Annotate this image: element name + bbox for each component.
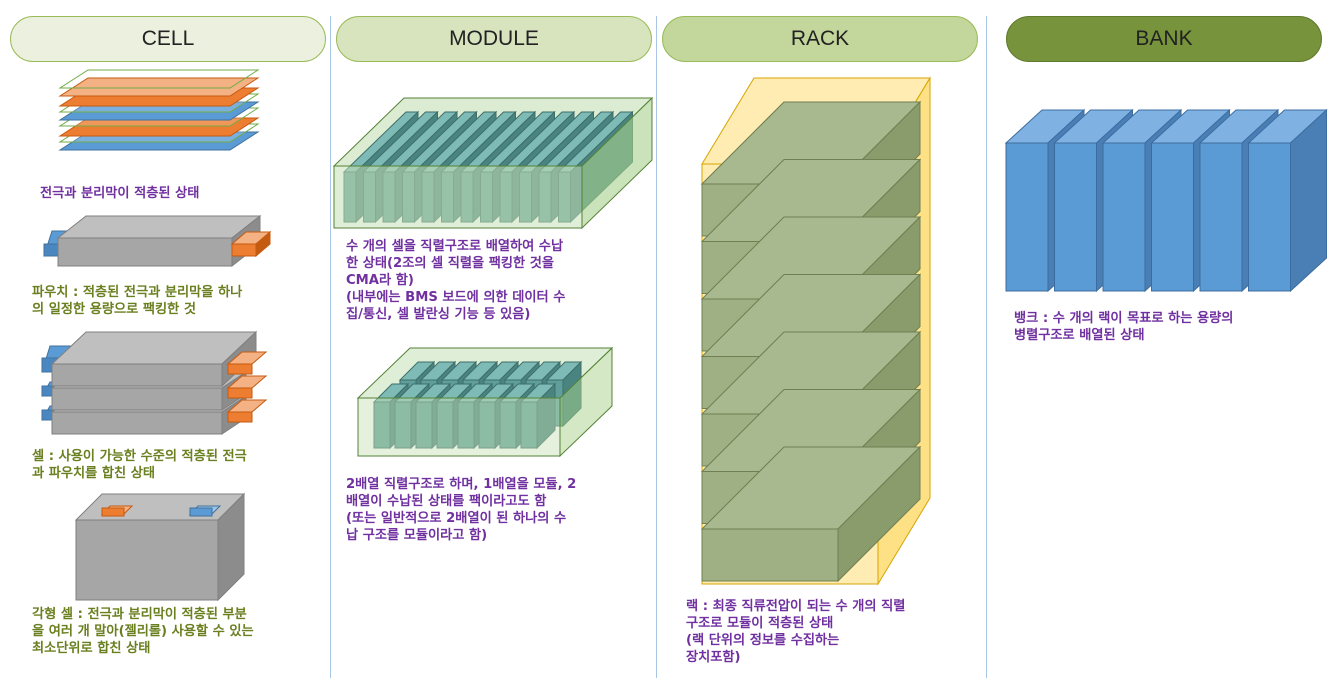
divider-1 bbox=[330, 16, 331, 678]
bank-header: BANK bbox=[1006, 16, 1322, 62]
pouch-caption: 파우치 : 적층된 전극과 분리막을 하나 의 일정한 용량으로 팩킹한 것 bbox=[32, 285, 243, 317]
pouch-illustration bbox=[43, 214, 272, 268]
stacked-cells-illustration bbox=[41, 330, 268, 435]
rack-header: RACK bbox=[662, 16, 978, 62]
electrode-stack-illustration bbox=[58, 69, 260, 151]
divider-2 bbox=[656, 16, 657, 678]
divider-3 bbox=[986, 16, 987, 678]
module-header: MODULE bbox=[336, 16, 652, 62]
stack-caption: 전극과 분리막이 적층된 상태 bbox=[40, 186, 200, 201]
bank-rack bbox=[1247, 108, 1328, 293]
cell-caption: 셀 : 사용이 가능한 수준의 적층된 전극 과 파우치를 합친 상태 bbox=[32, 449, 247, 481]
module-caption-2: 2배열 직렬구조로 하며, 1배열을 모듈, 2 배열이 수납된 상태를 팩이라… bbox=[346, 477, 577, 543]
module-two-row-illustration bbox=[356, 346, 614, 458]
cell-header: CELL bbox=[10, 16, 326, 62]
module-single-row-illustration bbox=[332, 96, 654, 230]
prismatic-caption: 각형 셀 : 전극과 분리막이 적층된 부분 을 여러 개 말아(젤리롤) 사용… bbox=[32, 607, 254, 656]
bank-caption: 뱅크 : 수 개의 랙이 목표로 하는 용량의 병렬구조로 배열된 상태 bbox=[1014, 311, 1234, 343]
prismatic-cell-illustration bbox=[74, 492, 246, 602]
module-caption-1: 수 개의 셀을 직렬구조로 배열하여 수납 한 상태(2조의 셀 직렬을 팩킹한… bbox=[346, 239, 566, 322]
rack-caption: 랙 : 최종 직류전압이 되는 수 개의 직렬 구조로 모듈이 적층된 상태 (… bbox=[686, 599, 906, 665]
rack-illustration bbox=[700, 76, 931, 586]
bank-illustration bbox=[1004, 108, 1328, 293]
rack-module bbox=[700, 445, 922, 583]
